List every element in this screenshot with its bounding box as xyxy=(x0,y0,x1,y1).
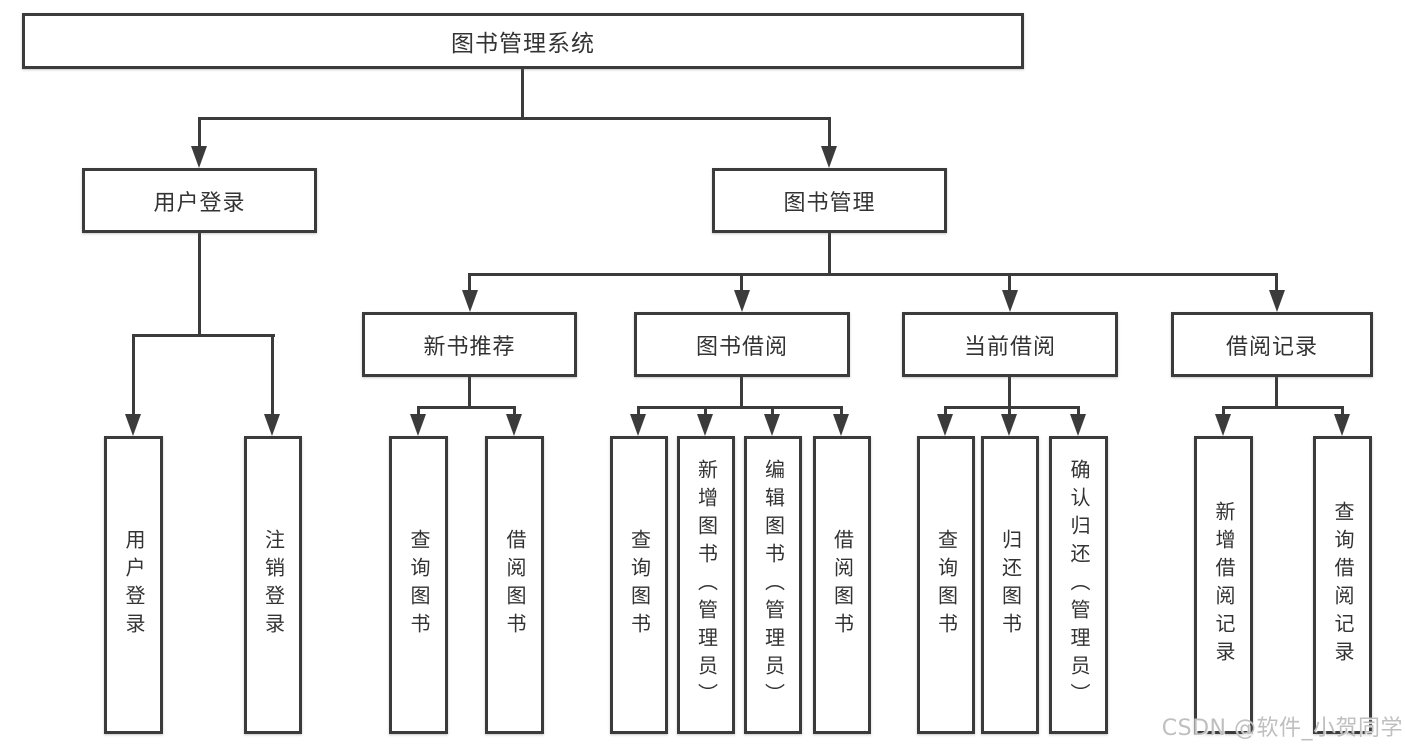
connector-vline xyxy=(468,377,471,408)
leaf-logout: 注销登录 xyxy=(244,436,302,734)
leaf-current-query-books-label: 查询图书 xyxy=(934,529,959,641)
connector-vline xyxy=(468,274,471,292)
connector-vline xyxy=(132,335,135,417)
connector-vline xyxy=(198,233,201,336)
arrowhead xyxy=(1334,414,1350,436)
connector-vline xyxy=(513,407,516,416)
node-current-borrowing: 当前借阅 xyxy=(902,312,1118,377)
node-book-management: 图书管理 xyxy=(712,168,947,233)
connector-vline xyxy=(1077,407,1080,416)
arrowhead xyxy=(821,146,837,168)
leaf-borrow-query-books: 查询图书 xyxy=(610,436,668,734)
leaf-newbook-borrow-books: 借阅图书 xyxy=(485,436,544,734)
connector-vline xyxy=(1008,407,1011,416)
connector-vline xyxy=(704,407,707,416)
node-borrowing-records: 借阅记录 xyxy=(1171,312,1373,377)
connector-hline xyxy=(944,406,1080,409)
leaf-newbook-query-books-label: 查询图书 xyxy=(407,529,431,641)
node-user-login-label: 用户登录 xyxy=(153,190,246,216)
leaf-borrow-query-books-label: 查询图书 xyxy=(627,529,652,641)
node-current-borrowing-label: 当前借阅 xyxy=(963,334,1056,360)
connector-vline xyxy=(1222,407,1225,416)
node-root: 图书管理系统 xyxy=(22,13,1024,69)
connector-vline xyxy=(771,407,774,416)
connector-vline xyxy=(840,407,843,416)
leaf-logout-label: 注销登录 xyxy=(261,529,286,641)
node-book-borrowing: 图书借阅 xyxy=(634,312,850,377)
arrowhead xyxy=(1002,290,1018,312)
leaf-current-query-books: 查询图书 xyxy=(917,436,975,734)
connector-vline xyxy=(828,233,831,276)
leaf-current-return-books: 归还图书 xyxy=(981,436,1039,734)
connector-vline xyxy=(1275,377,1278,408)
node-new-book-recommend: 新书推荐 xyxy=(362,312,577,377)
arrowhead xyxy=(1215,414,1231,436)
leaf-borrow-borrow-books-label: 借阅图书 xyxy=(830,529,855,641)
connector-vline xyxy=(740,377,743,408)
node-borrowing-records-label: 借阅记录 xyxy=(1225,334,1318,360)
connector-vline xyxy=(828,118,831,148)
connector-vline xyxy=(1008,274,1011,292)
connector-vline xyxy=(1275,274,1278,292)
connector-vline xyxy=(1008,377,1011,408)
leaf-newbook-query-books: 查询图书 xyxy=(389,436,448,734)
arrowhead xyxy=(1269,290,1285,312)
arrowhead xyxy=(630,414,646,436)
connector-vline xyxy=(1341,407,1344,416)
leaf-borrow-borrow-books: 借阅图书 xyxy=(813,436,871,734)
arrowhead xyxy=(125,414,141,436)
connector-hline xyxy=(417,406,516,409)
leaf-borrow-add-books-admin: 新增图书（管理员） xyxy=(677,436,735,734)
leaf-borrow-add-books-admin-label: 新增图书（管理员） xyxy=(694,459,719,711)
leaf-newbook-borrow-books-label: 借阅图书 xyxy=(503,529,527,641)
arrowhead xyxy=(697,414,713,436)
leaf-current-return-books-label: 归还图书 xyxy=(998,529,1023,641)
connector-hline xyxy=(1222,406,1344,409)
leaf-records-query-record-label: 查询借阅记录 xyxy=(1331,501,1355,669)
arrowhead xyxy=(462,290,478,312)
leaf-borrow-edit-books-admin: 编辑图书（管理员） xyxy=(744,436,802,734)
arrowhead xyxy=(410,414,426,436)
leaf-current-confirm-return-admin: 确认归还（管理员） xyxy=(1049,436,1108,734)
connector-vline xyxy=(521,69,524,119)
leaf-current-confirm-return-admin-label: 确认归还（管理员） xyxy=(1067,459,1091,711)
connector-vline xyxy=(740,274,743,292)
arrowhead xyxy=(764,414,780,436)
arrowhead xyxy=(264,414,280,436)
arrowhead xyxy=(833,414,849,436)
leaf-user-login-label: 用户登录 xyxy=(122,529,146,641)
leaf-borrow-edit-books-admin-label: 编辑图书（管理员） xyxy=(761,459,786,711)
arrowhead xyxy=(191,146,207,168)
connector-vline xyxy=(637,407,640,416)
leaf-records-add-record-label: 新增借阅记录 xyxy=(1212,501,1236,669)
arrowhead xyxy=(1001,414,1017,436)
arrowhead xyxy=(1070,414,1086,436)
connector-hline xyxy=(198,117,831,120)
leaf-user-login: 用户登录 xyxy=(104,436,163,734)
leaf-records-query-record: 查询借阅记录 xyxy=(1313,436,1372,734)
arrowhead xyxy=(506,414,522,436)
watermark: CSDN @软件_小贺同学 xyxy=(1161,716,1403,741)
connector-hline xyxy=(468,273,1278,276)
leaf-records-add-record: 新增借阅记录 xyxy=(1194,436,1253,734)
arrowhead xyxy=(734,290,750,312)
node-user-login: 用户登录 xyxy=(82,168,317,233)
connector-hline xyxy=(637,406,843,409)
node-new-book-recommend-label: 新书推荐 xyxy=(423,334,516,360)
node-root-label: 图书管理系统 xyxy=(451,31,595,57)
node-book-management-label: 图书管理 xyxy=(783,190,876,216)
arrowhead xyxy=(937,414,953,436)
connector-vline xyxy=(198,118,201,148)
connector-vline xyxy=(271,335,274,417)
node-book-borrowing-label: 图书借阅 xyxy=(695,334,788,360)
connector-vline xyxy=(944,407,947,416)
connector-vline xyxy=(417,407,420,416)
connector-hline xyxy=(132,334,275,337)
